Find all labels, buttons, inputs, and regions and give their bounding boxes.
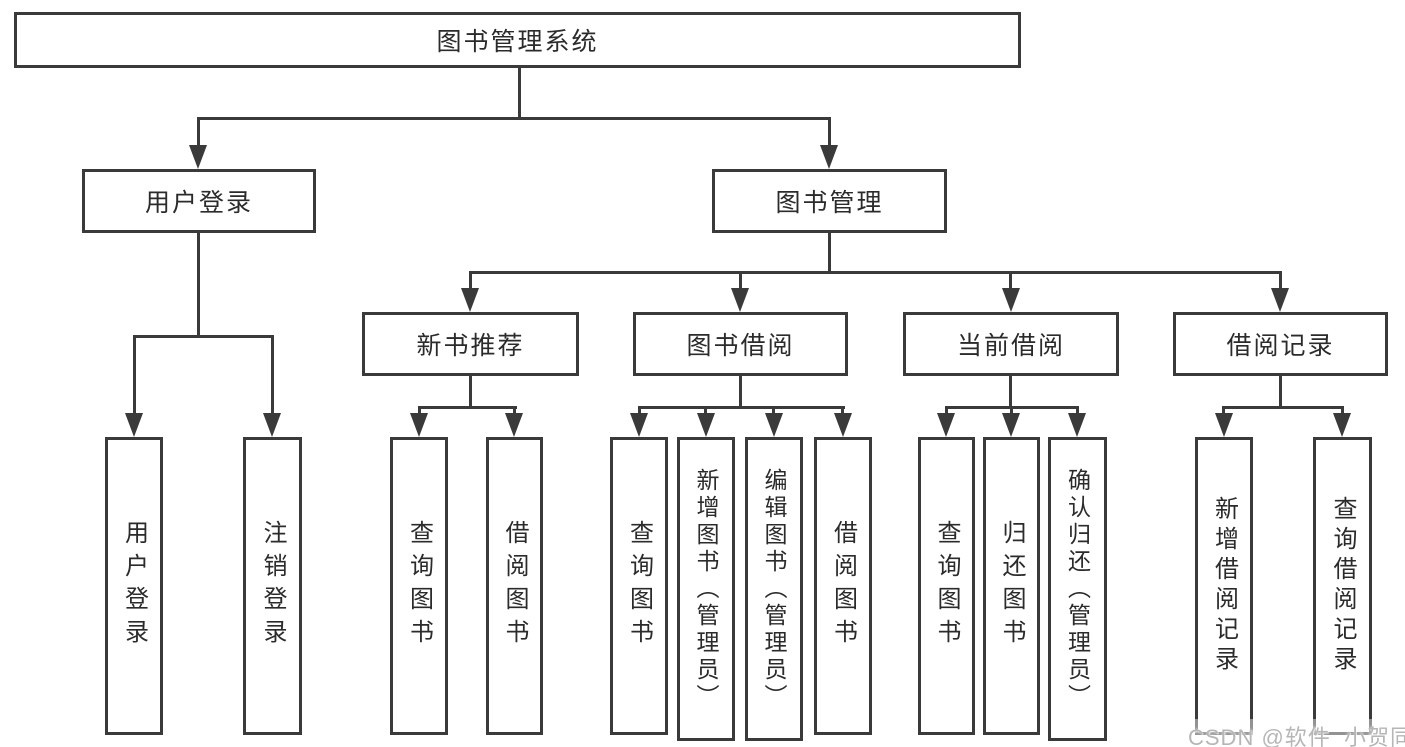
leaf-edit-book-admin: 编辑图书（管理员）	[745, 437, 803, 741]
connector-line	[469, 374, 472, 409]
leaf-return-book: 归还图书	[983, 437, 1040, 735]
arrowhead-down-icon	[731, 288, 749, 312]
arrowhead-down-icon	[125, 413, 143, 437]
arrowhead-down-icon	[937, 413, 955, 437]
connector-line	[739, 271, 742, 291]
connector-line	[1341, 406, 1344, 415]
connector-line	[638, 406, 845, 409]
connector-line	[1010, 406, 1013, 415]
connector-line	[133, 335, 136, 415]
connector-line	[638, 406, 641, 415]
arrowhead-down-icon	[461, 288, 479, 312]
arrowhead-down-icon	[630, 413, 648, 437]
node-current-borrowing: 当前借阅	[903, 312, 1119, 376]
node-new-book-recommend: 新书推荐	[362, 312, 579, 376]
connector-line	[828, 231, 831, 274]
leaf-query-books-borrowing: 查询图书	[610, 437, 668, 735]
connector-line	[418, 406, 421, 415]
arrowhead-down-icon	[765, 413, 783, 437]
connector-line	[945, 406, 948, 415]
connector-line	[772, 406, 775, 415]
connector-line	[1076, 406, 1079, 415]
leaf-add-borrow-record: 新增借阅记录	[1195, 437, 1253, 735]
connector-line	[197, 117, 831, 120]
node-book-management: 图书管理	[712, 169, 947, 233]
arrowhead-down-icon	[263, 413, 281, 437]
connector-line	[704, 406, 707, 415]
arrowhead-down-icon	[1215, 413, 1233, 437]
arrowhead-down-icon	[505, 413, 523, 437]
leaf-query-books-current: 查询图书	[918, 437, 975, 735]
connector-line	[1279, 271, 1282, 291]
arrowhead-down-icon	[1068, 413, 1086, 437]
connector-line	[1009, 271, 1012, 291]
connector-line	[1279, 374, 1282, 409]
connector-line	[197, 117, 200, 147]
leaf-borrow-books-recommend: 借阅图书	[486, 437, 543, 735]
node-book-borrowing: 图书借阅	[633, 312, 848, 376]
leaf-query-borrow-record: 查询借阅记录	[1313, 437, 1372, 735]
arrowhead-down-icon	[1002, 413, 1020, 437]
connector-line	[1222, 406, 1344, 409]
connector-line	[197, 231, 200, 338]
connector-line	[513, 406, 516, 415]
arrowhead-down-icon	[189, 145, 207, 169]
arrowhead-down-icon	[1271, 288, 1289, 312]
arrowhead-down-icon	[1333, 413, 1351, 437]
leaf-borrow-books-borrowing: 借阅图书	[814, 437, 872, 735]
connector-line	[1222, 406, 1225, 415]
connector-line	[841, 406, 844, 415]
csdn-watermark: CSDN @软件_小贺同学	[1184, 719, 1405, 747]
node-root-library-management-system: 图书管理系统	[14, 12, 1021, 68]
node-user-login: 用户登录	[82, 169, 316, 233]
arrowhead-down-icon	[697, 413, 715, 437]
connector-line	[418, 406, 517, 409]
connector-line	[739, 374, 742, 409]
connector-line	[271, 335, 274, 415]
leaf-confirm-return-admin: 确认归还（管理员）	[1048, 437, 1107, 741]
leaf-logout: 注销登录	[243, 437, 302, 735]
connector-line	[518, 66, 521, 120]
arrowhead-down-icon	[1002, 288, 1020, 312]
arrowhead-down-icon	[410, 413, 428, 437]
arrowhead-down-icon	[834, 413, 852, 437]
connector-line	[133, 335, 274, 338]
leaf-add-book-admin: 新增图书（管理员）	[677, 437, 735, 741]
connector-line	[1009, 374, 1012, 409]
leaf-user-login: 用户登录	[105, 437, 163, 735]
arrowhead-down-icon	[820, 145, 838, 169]
leaf-query-books-recommend: 查询图书	[390, 437, 448, 735]
connector-line	[828, 117, 831, 147]
connector-line	[469, 271, 472, 291]
connector-line	[469, 271, 1282, 274]
node-borrow-records: 借阅记录	[1173, 312, 1388, 376]
